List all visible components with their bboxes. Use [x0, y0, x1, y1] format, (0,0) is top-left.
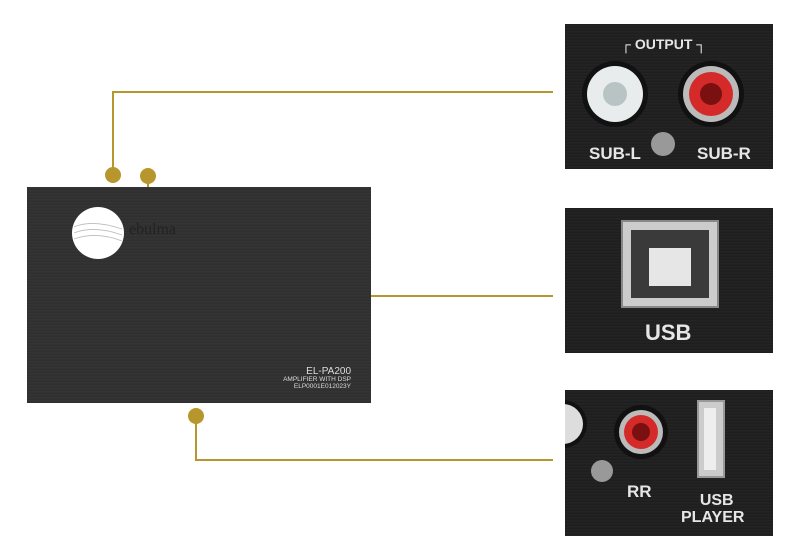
model-subtitle: AMPLIFIER WITH DSP — [283, 376, 351, 384]
usb-player-line1: USB — [699, 492, 734, 509]
model-number: EL-PA200 — [306, 365, 351, 377]
usb-label: USB — [645, 320, 692, 345]
amplifier-device: ebulma EL-PA200 AMPLIFIER WITH DSP ELP00… — [27, 187, 371, 403]
output-title-text: OUTPUT — [634, 36, 693, 52]
screw-icon — [591, 460, 613, 482]
brand-logo — [72, 207, 124, 259]
usb-a-port — [697, 400, 725, 478]
rr-label: RR — [627, 482, 652, 501]
partial-jack — [565, 404, 583, 444]
usb-panel: USB — [565, 208, 773, 353]
serial-number: ELP0001E012023Y — [293, 383, 351, 391]
rr-jack — [619, 410, 663, 454]
output-title: ┌ OUTPUT ┐ — [621, 36, 707, 52]
callout-output-line — [112, 91, 553, 175]
screw-icon — [651, 132, 675, 156]
usb-player-line2: PLAYER — [681, 509, 745, 526]
sub-l-jack — [587, 66, 643, 122]
callout-output-dot — [105, 167, 121, 183]
model-label: EL-PA200 AMPLIFIER WITH DSP ELP0001E0120… — [283, 365, 351, 391]
brand-name: ebulma — [129, 221, 177, 238]
sub-r-jack — [683, 66, 739, 122]
usb-player-label: USB PLAYER — [681, 492, 744, 526]
sub-l-label: SUB-L — [589, 144, 641, 163]
callout-player-dot — [188, 408, 204, 424]
sub-r-label: SUB-R — [697, 144, 751, 163]
usb-b-port — [621, 220, 719, 308]
output-panel: ┌ OUTPUT ┐ SUB-L SUB-R — [565, 24, 773, 169]
callout-player-line — [195, 416, 553, 461]
player-panel: RR USB PLAYER — [565, 390, 773, 536]
callout-usb-dot — [140, 168, 156, 184]
